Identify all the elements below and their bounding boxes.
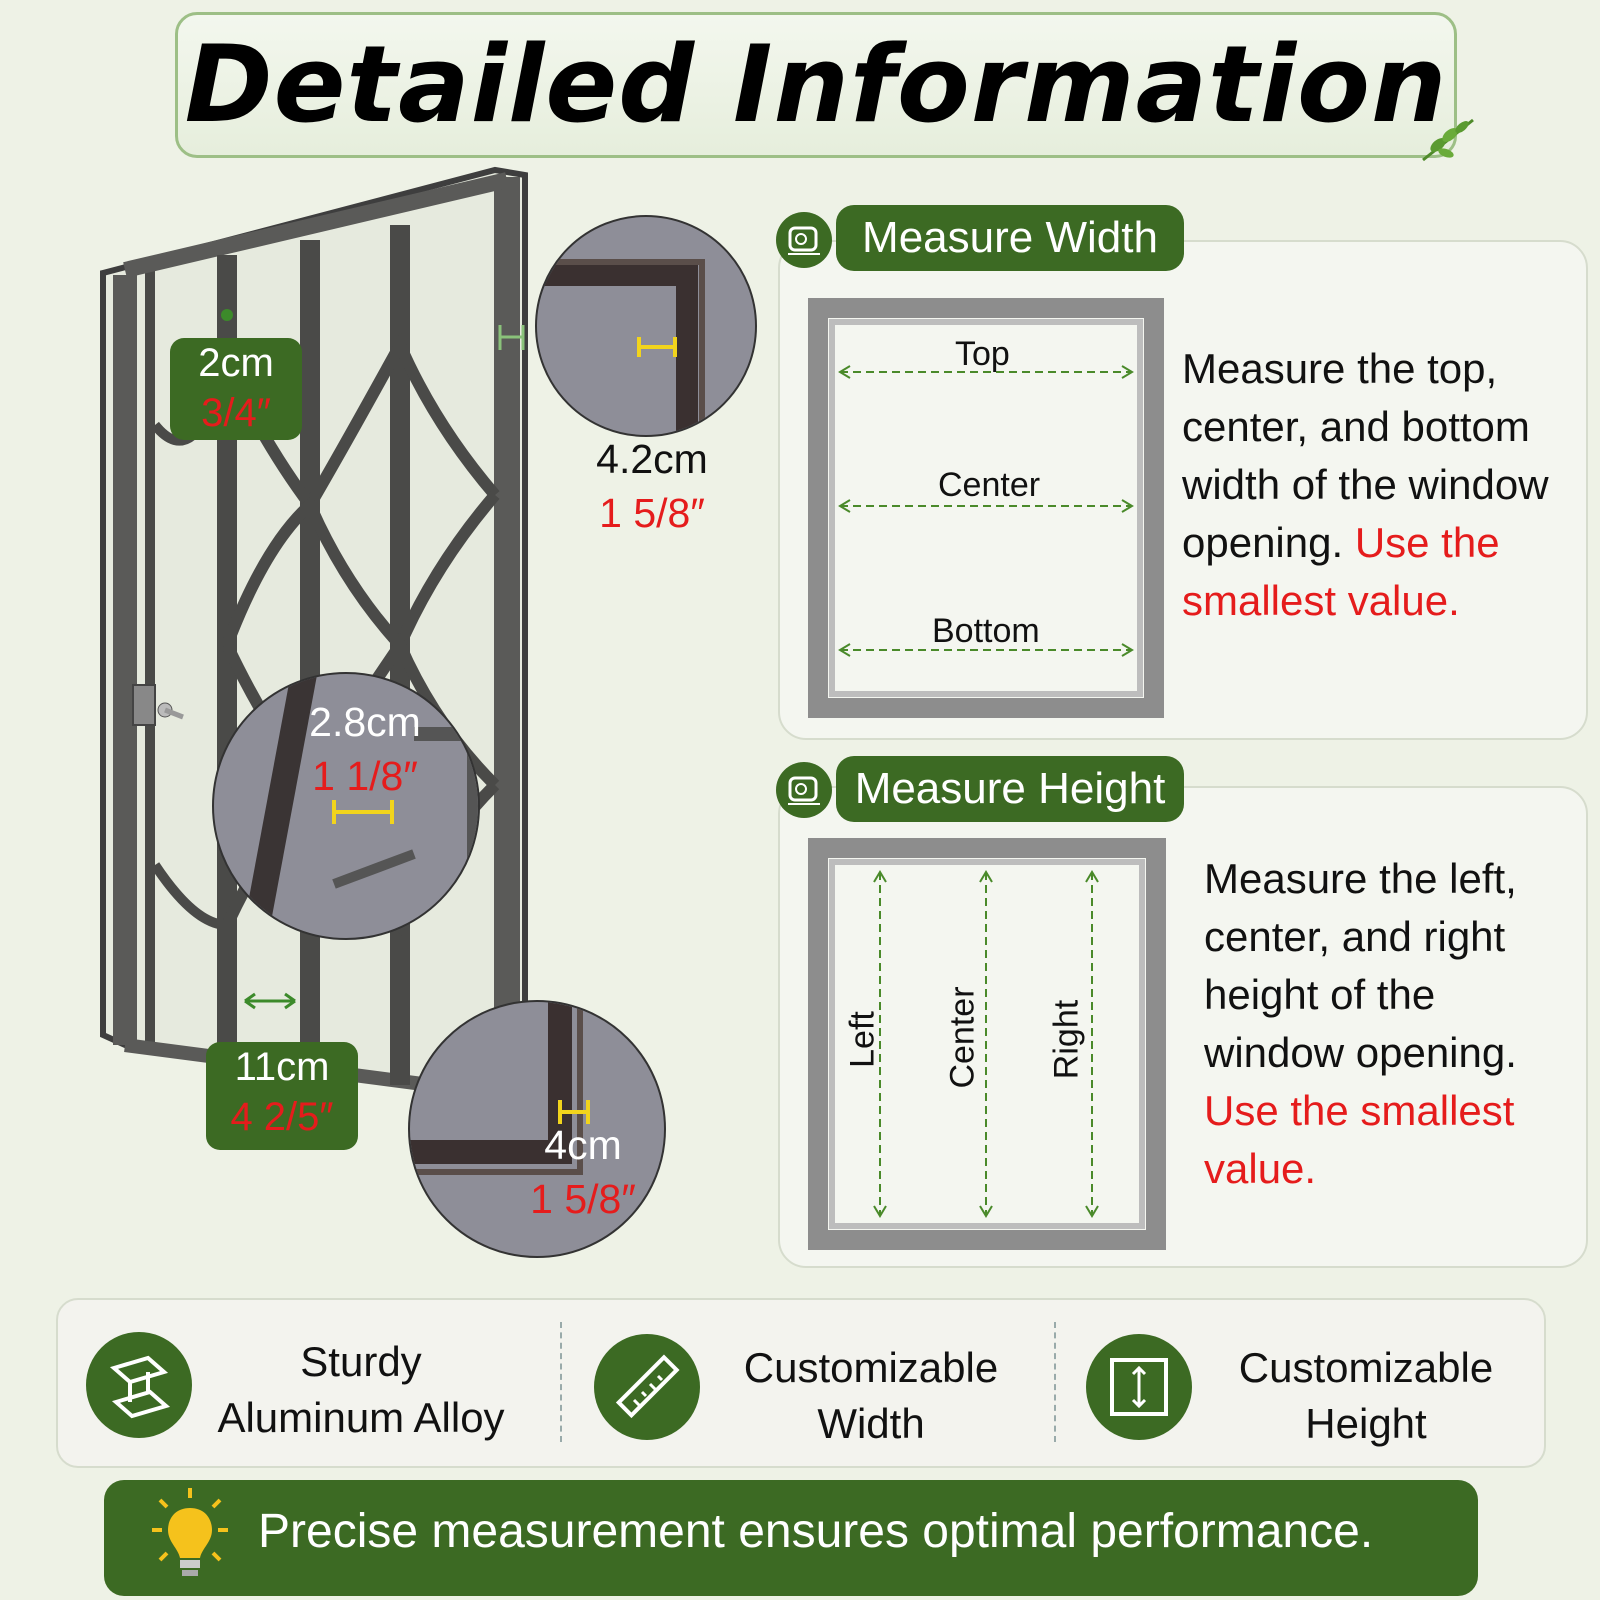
feature-sturdy-line1: Sturdy	[300, 1338, 422, 1385]
steel-beam-icon	[86, 1332, 192, 1438]
feature-width-line1: Customizable	[743, 1344, 999, 1391]
mid-bar-imperial: 1 1/8″	[312, 753, 418, 799]
top-bar-metric: 2cm	[198, 341, 274, 385]
features-bar	[56, 1298, 1546, 1468]
measure-height-panel	[778, 786, 1588, 1268]
measure-height-heading: Measure Height	[836, 756, 1184, 822]
width-frame-diagram	[808, 298, 1164, 718]
mid-bar-size-label: 2.8cm 1 1/8″	[290, 695, 440, 803]
measure-height-highlight: Use the smallest value.	[1204, 1087, 1515, 1192]
feature-height-line2: Height	[1305, 1400, 1427, 1447]
feature-width-line2: Width	[817, 1400, 925, 1447]
bottom-frame-metric: 4cm	[544, 1122, 622, 1168]
top-bar-size-label: 2cm 3/4″	[170, 338, 302, 440]
frame-depth-size-label: 4.2cm 1 5/8″	[572, 432, 732, 540]
feature-sturdy: Sturdy Aluminum Alloy	[196, 1334, 526, 1446]
feature-divider	[560, 1322, 562, 1442]
frame-depth-imperial: 1 5/8″	[599, 490, 705, 536]
tape-measure-icon	[776, 212, 832, 268]
feature-width: Customizable Width	[706, 1340, 1036, 1452]
measure-width-heading: Measure Width	[836, 205, 1184, 271]
measure-height-description: Measure the left, center, and right heig…	[1204, 850, 1564, 1198]
title-banner: Detailed Information	[175, 12, 1457, 158]
gap-imperial: 4 2/5″	[230, 1095, 334, 1139]
measure-width-description: Measure the top, center, and bottom widt…	[1182, 340, 1582, 630]
tape-measure-icon-2	[776, 762, 832, 818]
leaf-icon	[1422, 118, 1474, 162]
width-top-label: Top	[955, 335, 1010, 373]
lightbulb-icon	[152, 1488, 228, 1576]
top-bar-imperial: 3/4″	[201, 391, 271, 435]
frame-depth-metric: 4.2cm	[596, 436, 708, 482]
feature-divider-2	[1054, 1322, 1056, 1442]
page-title: Detailed Information	[184, 23, 1448, 146]
height-right-label: Right	[1047, 999, 1086, 1080]
feature-sturdy-line2: Aluminum Alloy	[217, 1394, 505, 1441]
width-center-label: Center	[938, 466, 1041, 504]
window-guard-illustration	[100, 166, 528, 1104]
frame-depth-zoom	[535, 215, 757, 437]
bottom-frame-zoom	[408, 1000, 666, 1258]
feature-height: Customizable Height	[1196, 1340, 1536, 1452]
gap-size-label: 11cm 4 2/5″	[206, 1042, 358, 1150]
height-left-label: Left	[843, 1011, 882, 1068]
bottom-frame-imperial: 1 5/8″	[530, 1176, 636, 1222]
mid-bar-metric: 2.8cm	[309, 699, 421, 745]
gap-metric: 11cm	[234, 1045, 330, 1089]
width-bottom-label: Bottom	[932, 612, 1040, 650]
height-frame-icon	[1086, 1334, 1192, 1440]
height-frame-diagram	[808, 838, 1166, 1250]
measure-width-highlight: Use the smallest value.	[1182, 519, 1500, 624]
height-center-label: Center	[943, 986, 982, 1089]
measure-height-text: Measure the left, center, and right heig…	[1204, 855, 1517, 1076]
footer-banner	[104, 1480, 1478, 1596]
ruler-icon	[594, 1334, 700, 1440]
feature-height-line1: Customizable	[1238, 1344, 1494, 1391]
measure-width-text: Measure the top, center, and bottom widt…	[1182, 345, 1549, 566]
bottom-frame-size-label: 4cm 1 5/8″	[508, 1118, 658, 1226]
footer-text: Precise measurement ensures optimal perf…	[258, 1505, 1374, 1558]
